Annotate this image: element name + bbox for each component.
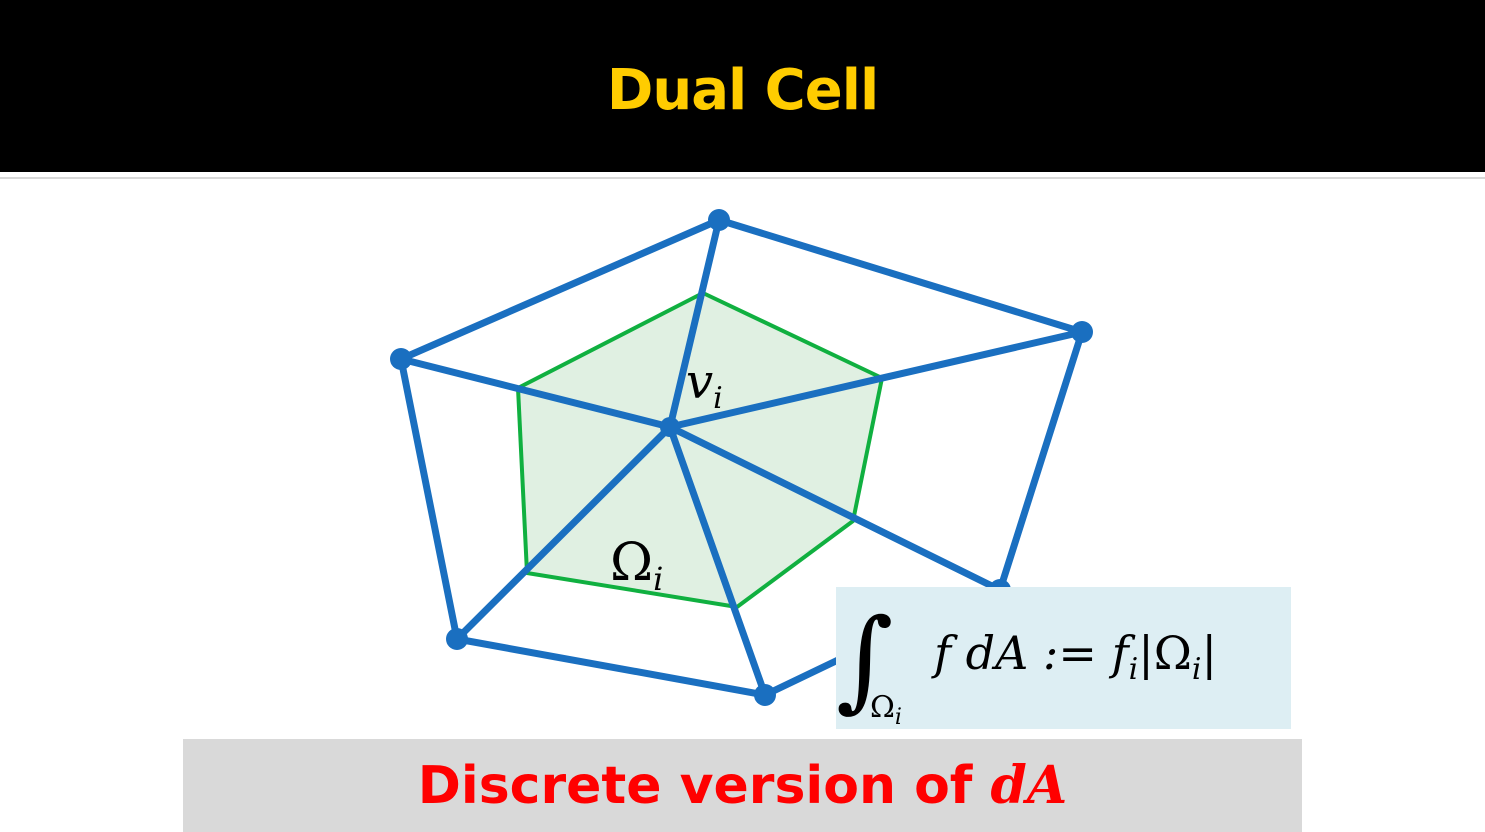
vertex-top (708, 209, 730, 231)
caption-variable: dA (990, 755, 1068, 816)
caption-box: Discrete version of dA (183, 739, 1302, 832)
title-divider (0, 177, 1485, 179)
integral-domain: Ωi (870, 690, 902, 729)
edge-left (397, 355, 461, 643)
slide-title: Dual Cell (606, 58, 879, 123)
formula-integrand: f dA := f (931, 626, 1136, 680)
spoke-edges (397, 216, 1086, 699)
edge-bottom (453, 635, 769, 699)
spoke-bottom (666, 423, 769, 699)
integral-domain-subscript: i (895, 705, 902, 729)
integral-sign: ∫ (836, 595, 893, 723)
vertex-right (1071, 321, 1093, 343)
edge-top-left (397, 216, 723, 363)
formula: ∫ Ωi f dA := fi|Ωi| (836, 595, 1217, 730)
formula-measure-subscript: i (1192, 652, 1202, 687)
spoke-top (666, 216, 723, 431)
vertex-center (660, 417, 680, 437)
spoke-lower-right (666, 423, 1004, 594)
formula-measure-close: | (1201, 626, 1217, 680)
integral-domain-main: Ω (870, 690, 895, 725)
vertex-bottom (754, 684, 776, 706)
vertex-bottom-left (446, 628, 468, 650)
vertex-label: vi (686, 354, 723, 416)
vertex-label-main: v (686, 354, 713, 410)
spoke-left (397, 355, 674, 431)
spoke-right (666, 328, 1086, 431)
formula-measure-open: |Ω (1138, 626, 1192, 680)
title-bar: Dual Cell (0, 0, 1485, 172)
outer-ring-edges (397, 216, 1086, 699)
vertex-left (390, 348, 412, 370)
formula-expression: f dA := fi|Ωi| (931, 626, 1217, 687)
dual-cell-region (516, 291, 884, 609)
spoke-bottom-left (453, 423, 674, 643)
cell-label-main: Ω (610, 533, 653, 593)
cell-label: Ωi (610, 533, 663, 598)
formula-rhs-subscript: i (1129, 652, 1139, 687)
vertex-label-subscript: i (713, 381, 723, 416)
edge-bottom-right (761, 656, 842, 699)
caption: Discrete version of dA (183, 755, 1302, 817)
edge-top-right (715, 216, 1086, 336)
caption-text: Discrete version of (417, 756, 991, 816)
formula-box: ∫ Ωi f dA := fi|Ωi| (836, 587, 1291, 730)
cell-label-subscript: i (653, 560, 663, 598)
edge-right (996, 328, 1086, 594)
